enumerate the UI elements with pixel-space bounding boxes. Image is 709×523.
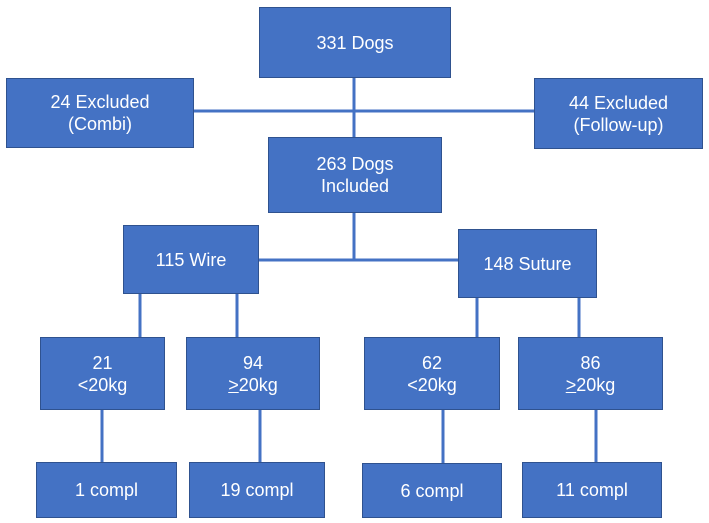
node-suture-under-compl-line1: 6 compl [400,480,464,501]
node-suture-under-compl: 6 compl [362,463,502,518]
node-wire-under-compl-line1: 1 compl [74,480,139,500]
node-wire-over-20kg: 94 >20kg [186,337,320,410]
node-wire-over-20kg-line2: >20kg [228,374,278,396]
node-suture-over-compl: 11 compl [522,462,662,518]
node-excluded-combi: 24 Excluded (Combi) [6,78,194,148]
node-suture-under-20kg-line2: <20kg [407,374,457,395]
node-wire-line1: 115 Wire [155,249,227,270]
node-excluded-followup-line2: (Follow-up) [573,114,664,135]
node-included-dogs-line1: 263 Dogs [316,154,394,174]
node-wire-over-compl: 19 compl [189,462,325,518]
node-wire-over-compl-line1: 19 compl [220,480,294,500]
node-suture-over-20kg-line2: >20kg [566,374,616,396]
node-wire-over-20kg-line1: 94 [242,352,264,373]
node-wire-under-20kg-line1: 21 [92,352,113,373]
node-suture: 148 Suture [458,229,597,298]
node-suture-over-20kg-line1: 86 [580,352,601,373]
gte-symbol: > [228,374,239,395]
node-excluded-combi-line2: (Combi) [67,114,132,134]
node-wire-under-compl: 1 compl [36,462,177,518]
node-wire-under-20kg-line2: <20kg [77,374,128,395]
node-suture-under-20kg-line1: 62 [421,352,443,373]
node-wire: 115 Wire [123,225,259,294]
node-included-dogs: 263 Dogs Included [268,137,442,213]
node-suture-over-compl-line1: 11 compl [556,480,628,500]
node-excluded-combi-line1: 24 Excluded [50,92,150,112]
node-included-dogs-line2: Included [320,176,390,196]
weight-text: 20kg [238,374,278,395]
node-suture-line1: 148 Suture [483,253,572,274]
node-suture-under-20kg: 62 <20kg [364,337,500,410]
weight-text: 20kg [576,374,616,395]
node-excluded-followup-line1: 44 Excluded [568,92,669,113]
node-total-dogs: 331 Dogs [259,7,451,78]
gte-symbol: > [565,374,577,395]
node-suture-over-20kg: 86 >20kg [518,337,663,410]
node-wire-under-20kg: 21 <20kg [40,337,165,410]
node-total-dogs-line1: 331 Dogs [316,32,394,53]
node-excluded-followup: 44 Excluded (Follow-up) [534,78,703,149]
